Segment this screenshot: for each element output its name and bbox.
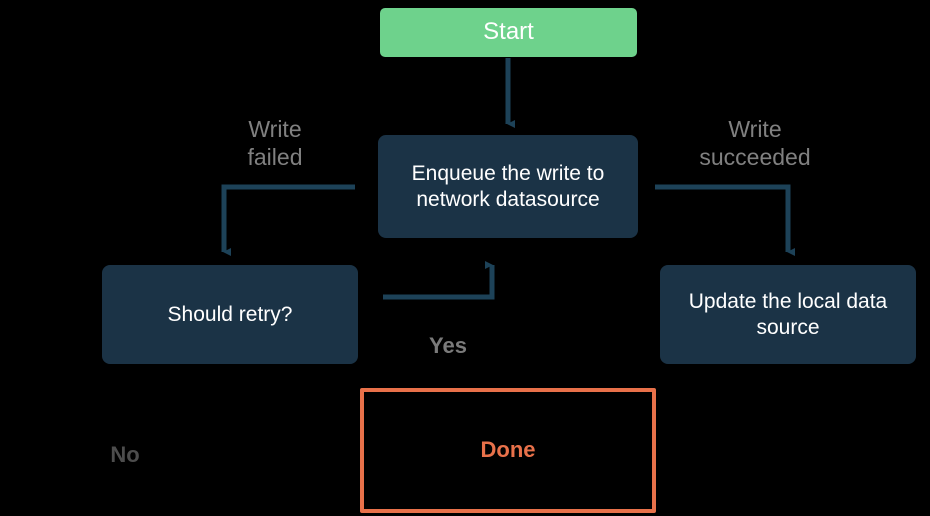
node-start[interactable]: Start	[380, 8, 637, 57]
node-done[interactable]: Done	[360, 388, 656, 513]
edge-label-write-failed: Write failed	[247, 116, 303, 171]
connector-enqueue-to-update-local	[655, 184, 795, 256]
node-update-local-data-source[interactable]: Update the local data source	[660, 265, 916, 364]
node-should-retry[interactable]: Should retry?	[102, 265, 358, 364]
edge-label-no: No	[110, 442, 140, 467]
edge-label-write-succeeded: Write succeeded	[699, 116, 811, 171]
connector-enqueue-to-should-retry	[221, 184, 355, 256]
connector-should-retry-to-enqueue	[383, 261, 495, 300]
edge-label-yes: Yes	[429, 333, 467, 358]
node-enqueue-write[interactable]: Enqueue the write to network datasource	[378, 135, 638, 238]
